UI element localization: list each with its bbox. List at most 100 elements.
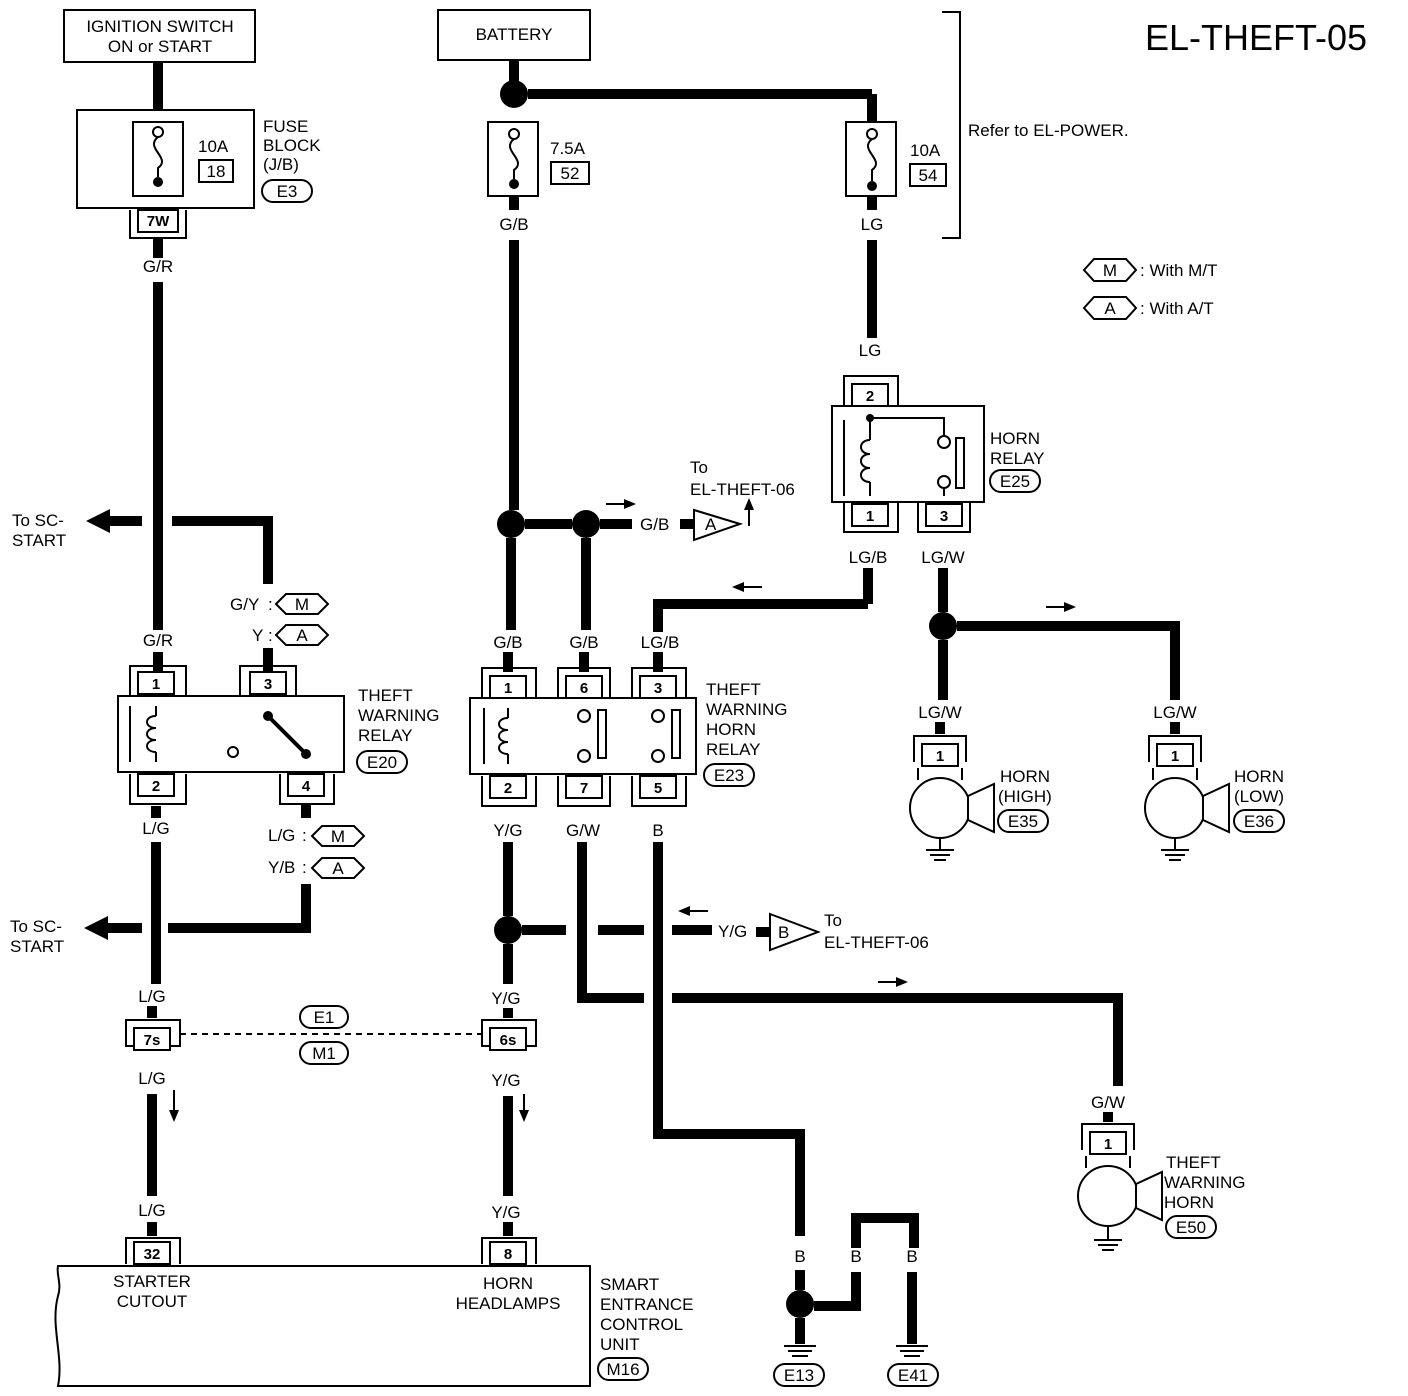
wire-label-lgw-low: LG/W: [1153, 703, 1196, 722]
horn-relay-label-2: RELAY: [990, 449, 1045, 468]
wire-label-gr-bottom: G/R: [143, 631, 173, 650]
theft-horn-label-3: HORN: [1164, 1193, 1214, 1212]
wire-label-b-ground1: B: [794, 1247, 805, 1266]
fuse-block-conn: E3: [277, 182, 298, 201]
horn-relay-label-1: HORN: [990, 429, 1040, 448]
twr-conn: E20: [367, 753, 397, 772]
fuse18-amp: 10A: [198, 137, 229, 156]
fuse54-amp: 10A: [910, 141, 941, 160]
twr-label-3: RELAY: [358, 726, 413, 745]
secu-pin-8: 8: [504, 1246, 512, 1263]
twr-pin3: 3: [264, 676, 272, 693]
wire-label-yb: Y/B: [268, 858, 295, 877]
twhr-label-1: THEFT: [706, 680, 761, 699]
horn-high-label-2: (HIGH): [998, 787, 1052, 806]
fuse18-num: 18: [207, 162, 226, 181]
wire-label-gw-horn: G/W: [1091, 1093, 1125, 1112]
fuse-block-label-2: BLOCK: [263, 136, 321, 155]
wire-label-b-ground2: B: [850, 1247, 861, 1266]
twhr-conn: E23: [714, 766, 744, 785]
fuse54-num: 54: [919, 166, 938, 185]
secu-horn-label-2: HEADLAMPS: [456, 1294, 561, 1313]
smart-entrance-control-unit: 32 8 STARTER CUTOUT HORN HEADLAMPS SMART…: [54, 1237, 694, 1387]
twhr-pin1: 1: [504, 680, 512, 697]
wire-label-yg-b: Y/G: [718, 922, 747, 941]
secu-label-4: UNIT: [600, 1335, 640, 1354]
wire-label-yg-4: Y/G: [491, 1203, 520, 1222]
theft-horn-conn: E50: [1176, 1218, 1206, 1237]
relay-top-a-code: A: [296, 626, 308, 645]
wire-label-y: Y: [252, 626, 263, 645]
secu-starter-label-1: STARTER: [113, 1272, 191, 1291]
wire-label-lg-top: LG: [861, 215, 884, 234]
wire-label-b-ground3: B: [906, 1247, 917, 1266]
wire-label-yg-2: Y/G: [491, 989, 520, 1008]
twhr-pin5: 5: [654, 780, 662, 797]
wire-label-yg-1: Y/G: [493, 821, 522, 840]
fuse52-num: 52: [561, 164, 580, 183]
theft06-b-to: To: [824, 911, 842, 930]
legend-m-code: M: [1103, 261, 1117, 280]
horn-low-conn: E36: [1244, 812, 1274, 831]
to-sc-start-lower: To SC- START: [10, 916, 142, 956]
wire-label-b-1: B: [652, 821, 663, 840]
twhr-pin3: 3: [654, 680, 662, 697]
horn-relay-e25: 2 1 3 HORN RELAY E25: [831, 375, 1045, 533]
fuse-54: 10A 54: [845, 121, 947, 197]
ignition-label-1: IGNITION SWITCH: [86, 17, 233, 36]
ignition-switch-box: IGNITION SWITCH ON or START: [63, 9, 256, 63]
relay-bottom-a-code: A: [332, 859, 344, 878]
twr-pin1: 1: [152, 676, 160, 693]
horn-low-e36: LG/W 1 HORN (LOW) E36: [1144, 703, 1285, 861]
theft06-a-to: To: [690, 458, 708, 477]
secu-label-2: ENTRANCE: [600, 1295, 694, 1314]
legend-a-code: A: [1104, 299, 1116, 318]
fuse52-amp: 7.5A: [550, 139, 586, 158]
wire-label-lg-3: L/G: [138, 1069, 165, 1088]
joint-pin-7s: 7s: [144, 1032, 161, 1049]
fuse-52: 7.5A 52: [487, 121, 590, 197]
theft06-a-target: EL-THEFT-06: [690, 480, 795, 499]
fuse-block-label-3: (J/B): [263, 155, 299, 174]
twr-pin4: 4: [302, 778, 311, 795]
wire-label-lgb-3: LG/B: [641, 633, 680, 652]
wire-label-lg-m: L/G: [268, 826, 295, 845]
relay-bottom-m-code: M: [331, 827, 345, 846]
svg-text::: :: [302, 826, 307, 845]
twr-pin2: 2: [152, 778, 160, 795]
theft06-b-code: B: [778, 923, 789, 942]
twhr-label-2: WARNING: [706, 700, 788, 719]
wire-label-lg-2: L/G: [138, 987, 165, 1006]
horn-high-pin: 1: [936, 748, 944, 765]
legend-a-text: : With A/T: [1140, 299, 1214, 318]
fuse-block-18: 10A 18 FUSE BLOCK (J/B) E3 7W: [76, 109, 321, 239]
secu-conn: M16: [606, 1360, 639, 1379]
wire-label-lgb-top: LG/B: [849, 548, 888, 567]
diagram-title: EL-THEFT-05: [1145, 17, 1367, 58]
relay-top-m-code: M: [295, 595, 309, 614]
fuse-block-label-1: FUSE: [263, 117, 308, 136]
twhr-label-4: RELAY: [706, 740, 761, 759]
to-sc-start-2-label2: START: [10, 937, 64, 956]
relay-pin4-wire-labels: L/G : M Y/B : A: [268, 825, 366, 879]
svg-text::: :: [268, 595, 273, 614]
wire-label-gr-top: G/R: [143, 257, 173, 276]
joint-conn-e1: E1: [314, 1008, 335, 1027]
theft-warning-horn-relay-e23: 1 6 3 2 7 5 THEFT WARNING HORN RELAY E23: [469, 667, 788, 807]
wire-label-lg-4: L/G: [138, 1201, 165, 1220]
ground-e41-label: E41: [898, 1366, 928, 1385]
wire-label-gb-a: G/B: [640, 515, 669, 534]
joint-pin-6s: 6s: [500, 1032, 517, 1049]
battery-box: BATTERY: [437, 9, 591, 61]
left-arrow-lgb: [732, 582, 762, 592]
legend-m-text: : With M/T: [1140, 261, 1217, 280]
wire-label-lgw-high: LG/W: [918, 703, 961, 722]
to-theft06-a: A To EL-THEFT-06: [690, 458, 795, 542]
to-sc-start-1-label1: To SC-: [12, 511, 64, 530]
secu-label-1: SMART: [600, 1275, 659, 1294]
battery-label: BATTERY: [476, 25, 553, 44]
to-theft06-b: B To EL-THEFT-06: [678, 906, 929, 952]
wire-label-yg-3: Y/G: [491, 1071, 520, 1090]
theft-horn-label-1: THEFT: [1166, 1153, 1221, 1172]
